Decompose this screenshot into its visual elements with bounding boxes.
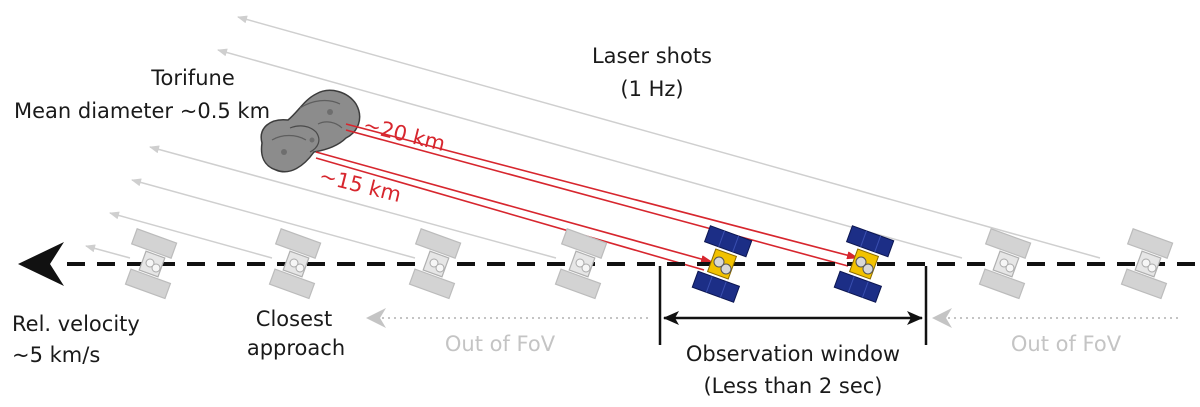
- flight-direction-arrowhead: [18, 242, 64, 286]
- spacecraft-faded: [408, 228, 462, 300]
- spacecraft-faded: [978, 228, 1032, 300]
- laser-shot-arrow: [217, 48, 963, 259]
- laser-shot-arrow: [109, 211, 273, 259]
- laser-shot-arrow: [149, 145, 557, 259]
- asteroid-diameter: Mean diameter ~0.5 km: [14, 99, 270, 123]
- fov-left-arrowhead: [366, 308, 386, 328]
- closest-approach-line1: Closest: [256, 307, 332, 331]
- laser-shot-arrow: [85, 244, 131, 259]
- fov-right-arrowhead: [932, 308, 952, 328]
- range-line-near-b: [315, 157, 705, 271]
- laser-rate: (1 Hz): [620, 77, 683, 101]
- laser-shot-arrow: [131, 178, 416, 259]
- out-of-fov-left: Out of FoV: [445, 332, 556, 356]
- range-line-far-a: [345, 123, 859, 260]
- observation-window-title: Observation window: [686, 342, 900, 366]
- laser-shot-arrows: [85, 15, 1101, 259]
- range-line-near-a: [315, 151, 713, 263]
- out-of-fov-right: Out of FoV: [1011, 332, 1122, 356]
- velocity-label-line2: ~5 km/s: [12, 343, 100, 367]
- laser-title: Laser shots: [592, 44, 712, 68]
- observation-window-duration: (Less than 2 sec): [703, 374, 882, 398]
- laser-shot-arrow: [237, 15, 1101, 259]
- asteroid-torifune: [260, 89, 361, 173]
- closest-approach-line2: approach: [247, 336, 345, 360]
- asteroid-name: Torifune: [150, 66, 235, 90]
- range-lines: [315, 123, 859, 271]
- velocity-label-line1: Rel. velocity: [12, 312, 140, 336]
- out-of-fov-arrows: [366, 308, 1178, 328]
- range-line-far-b: [345, 129, 849, 267]
- observation-window-bracket: [658, 266, 928, 345]
- distance-far-label: ~20 km: [361, 113, 448, 157]
